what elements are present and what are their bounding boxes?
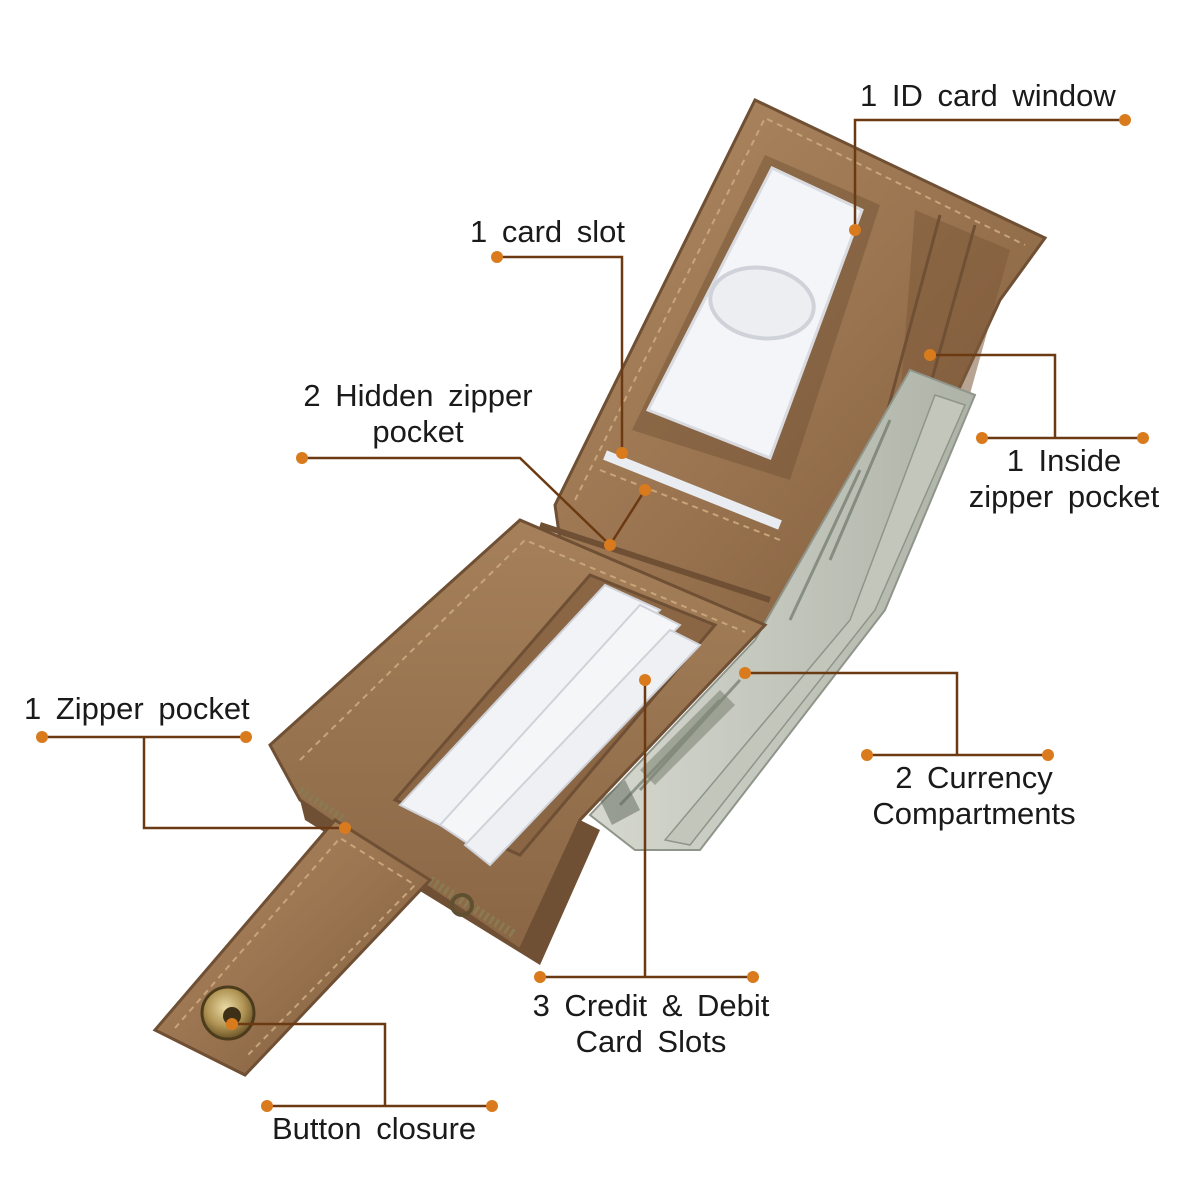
currency-bills <box>588 368 977 851</box>
label-line: 1 Zipper pocket <box>24 691 250 726</box>
label-line: Compartments <box>872 796 1076 831</box>
label-credit-debit-card-slots: 3 Credit & Debit Card Slots <box>524 988 778 1060</box>
callout-dot <box>739 667 751 679</box>
callout-dot <box>639 484 651 496</box>
wallet-upper-panel <box>539 98 1048 642</box>
callout-dots <box>36 114 1149 1112</box>
callout-dot <box>1137 432 1149 444</box>
callout-dot <box>36 731 48 743</box>
callout-dot <box>534 971 546 983</box>
label-line: Button closure <box>272 1111 477 1146</box>
callout-dot <box>240 731 252 743</box>
label-line: 2 Currency <box>895 760 1053 795</box>
callout-dot <box>747 971 759 983</box>
callout-dot <box>296 452 308 464</box>
label-button-closure: Button closure <box>272 1111 476 1147</box>
label-card-slot: 1 card slot <box>470 214 625 250</box>
callout-dot <box>604 539 616 551</box>
label-line: zipper pocket <box>968 479 1160 514</box>
callout-dot <box>486 1100 498 1112</box>
credit-cards <box>398 583 702 867</box>
label-hidden-zipper-pocket: 2 Hidden zipper pocket <box>300 378 536 450</box>
callout-dot <box>339 822 351 834</box>
callout-dot <box>261 1100 273 1112</box>
button-closure-strap <box>152 818 433 1077</box>
callout-dot <box>924 349 936 361</box>
callout-dot <box>616 447 628 459</box>
callout-dot <box>226 1018 238 1030</box>
label-line: 1 ID card window <box>860 78 1116 113</box>
callout-dot <box>491 251 503 263</box>
label-line: Card Slots <box>575 1024 727 1059</box>
id-card-window <box>632 155 880 480</box>
label-line: pocket <box>372 414 464 449</box>
callout-dot <box>976 432 988 444</box>
label-line: 2 Hidden zipper <box>303 378 533 413</box>
callout-dot <box>849 224 861 236</box>
callout-dot <box>1042 749 1054 761</box>
callout-dot <box>639 674 651 686</box>
callout-dot <box>1119 114 1131 126</box>
label-zipper-pocket: 1 Zipper pocket <box>24 691 250 727</box>
label-id-card-window: 1 ID card window <box>860 78 1116 114</box>
label-line: 1 Inside <box>1006 443 1122 478</box>
label-line: 3 Credit & Debit <box>532 988 770 1023</box>
label-currency-compartments: 2 Currency Compartments <box>866 760 1082 832</box>
label-line: 1 card slot <box>470 214 626 249</box>
label-inside-zipper-pocket: 1 Inside zipper pocket <box>962 443 1166 515</box>
callout-dot <box>861 749 873 761</box>
callout-lines <box>42 118 1143 1108</box>
